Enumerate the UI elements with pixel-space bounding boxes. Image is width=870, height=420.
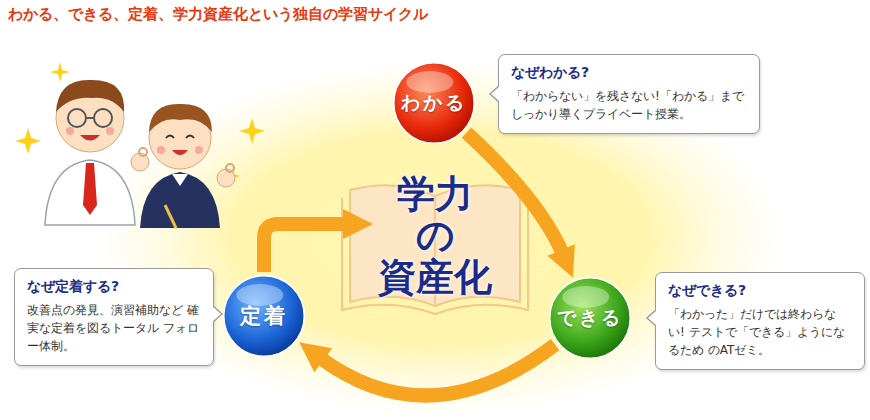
sparkles bbox=[15, 62, 265, 184]
student-figure bbox=[140, 104, 235, 228]
circle-fill bbox=[394, 63, 475, 144]
teacher-figure bbox=[45, 80, 149, 225]
circle-fill bbox=[224, 276, 305, 357]
callout-box: なぜ定着する? 改善点の発見、演習補助など 確実な定着を図るトータル フォロー体制… bbox=[14, 268, 214, 366]
cycle-arrow bbox=[466, 133, 563, 256]
callout-body: 「わからない」を残さない!「わかる」まで しっかり導くプライベート授業。 bbox=[511, 87, 747, 123]
callout-box: なぜわかる? 「わからない」を残さない!「わかる」まで しっかり導くプライベート授… bbox=[498, 54, 760, 134]
center-node: 学力 の 資産化 bbox=[375, 170, 495, 301]
circle-gloss bbox=[236, 284, 283, 306]
callout-heading: なぜ定着する? bbox=[27, 278, 201, 296]
step-circle: できる bbox=[548, 276, 632, 360]
node-label: 学力 の 資産化 bbox=[375, 174, 495, 297]
callout-heading: なぜできる? bbox=[668, 282, 852, 300]
circle-gloss bbox=[562, 286, 609, 308]
node-label: わかる bbox=[401, 90, 467, 116]
node-label: できる bbox=[557, 305, 623, 331]
title: わかる、できる、定着、学力資産化という独自の学習サイクル bbox=[8, 5, 428, 24]
circle-fill bbox=[550, 278, 631, 359]
cycle-arrow bbox=[318, 345, 555, 396]
callout-body: 改善点の発見、演習補助など 確実な定着を図るトータル フォロー体制。 bbox=[27, 301, 201, 355]
cycle-arrow bbox=[264, 224, 349, 272]
callout-box: なぜできる? 「わかった」だけでは終わらない! テストで「できる」ようになるため … bbox=[655, 272, 865, 370]
circle-gloss bbox=[406, 71, 453, 93]
node-label: 定着 bbox=[240, 302, 288, 330]
step-circle: わかる bbox=[392, 61, 476, 145]
callout-body: 「わかった」だけでは終わらない! テストで「できる」ようになるため のATゼミ。 bbox=[668, 305, 852, 359]
step-circle: 定着 bbox=[222, 274, 306, 358]
callout-heading: なぜわかる? bbox=[511, 64, 747, 82]
